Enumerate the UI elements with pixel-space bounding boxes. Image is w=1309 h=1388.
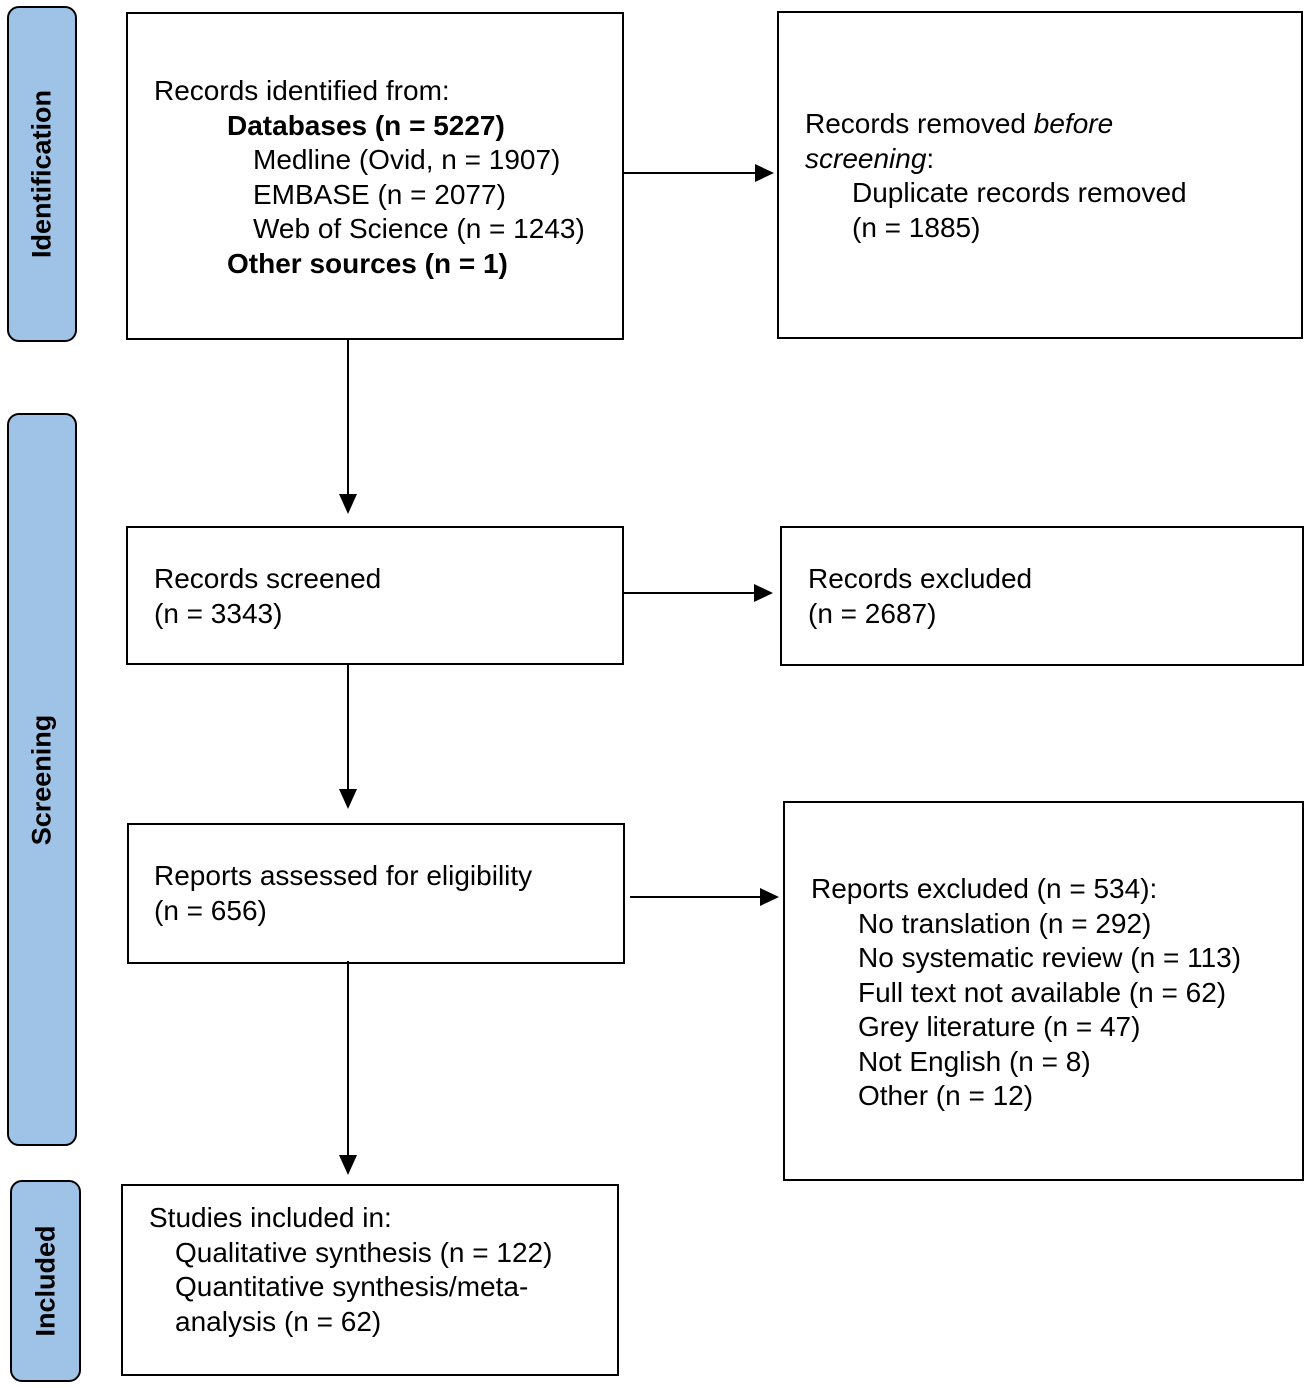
quantitative-synthesis-line-2: analysis (n = 62) — [175, 1305, 382, 1337]
records-removed-box: Records removed before screening: Duplic… — [777, 11, 1303, 339]
records-identified-box: Records identified from: Databases (n = … — [126, 12, 624, 340]
studies-included-box: Studies included in: Qualitative synthes… — [121, 1184, 619, 1376]
embase-count: EMBASE (n = 2077) — [253, 178, 506, 210]
exclusion-reason: No translation (n = 292) — [858, 907, 1152, 939]
arrowhead-assessed-to-reports-excluded — [760, 888, 779, 906]
records-removed-colon: : — [926, 142, 935, 174]
exclusion-reason: Full text not available (n = 62) — [858, 976, 1227, 1008]
databases-count: Databases (n = 5227) — [227, 109, 505, 141]
reports-assessed-label: Reports assessed for eligibility — [154, 860, 533, 891]
wos-count: Web of Science (n = 1243) — [253, 213, 585, 244]
arrowhead-assessed-to-included — [339, 1155, 357, 1175]
reports-excluded-box: Reports excluded (n = 534): No translati… — [783, 801, 1304, 1181]
phase-included: Included — [10, 1180, 81, 1382]
arrowhead-screened-to-assessed — [339, 789, 357, 809]
records-removed-italic-before: before — [1033, 108, 1114, 139]
records-removed-heading-cont: screening: — [805, 142, 1301, 177]
arrowhead-identified-to-screened — [339, 494, 357, 514]
exclusion-reason: Grey literature (n = 47) — [858, 1011, 1141, 1042]
arrowhead-screened-to-excluded — [754, 584, 773, 602]
exclusion-reason: Other (n = 12) — [858, 1080, 1034, 1111]
records-identified-heading: Records identified from: — [154, 75, 450, 106]
reports-assessed-count: (n = 656) — [154, 894, 267, 926]
phase-screening: Screening — [7, 413, 77, 1146]
records-screened-box: Records screened (n = 3343) — [126, 526, 624, 665]
duplicates-removed-label: Duplicate records removed — [852, 177, 1187, 208]
exclusion-reason: Not English (n = 8) — [858, 1045, 1091, 1077]
records-screened-label: Records screened — [154, 563, 382, 594]
records-screened-count: (n = 3343) — [154, 597, 283, 629]
records-removed-lead: Records removed — [805, 108, 1034, 139]
records-excluded-box: Records excluded (n = 2687) — [780, 526, 1304, 666]
medline-count: Medline (Ovid, n = 1907) — [253, 144, 561, 175]
other-sources-count: Other sources (n = 1) — [227, 247, 508, 279]
records-excluded-count: (n = 2687) — [808, 597, 937, 629]
arrowhead-identified-to-removed — [755, 164, 774, 182]
reports-excluded-heading: Reports excluded (n = 534): — [811, 873, 1158, 904]
quantitative-synthesis-line-1: Quantitative synthesis/meta- — [175, 1271, 529, 1302]
studies-included-heading: Studies included in: — [149, 1202, 392, 1233]
qualitative-synthesis-count: Qualitative synthesis (n = 122) — [175, 1236, 553, 1268]
phase-identification: Identification — [7, 6, 77, 342]
exclusion-reason: No systematic review (n = 113) — [858, 942, 1242, 973]
records-removed-heading: Records removed before — [805, 107, 1301, 142]
records-excluded-label: Records excluded — [808, 563, 1033, 594]
records-removed-italic-screening: screening — [805, 142, 927, 174]
duplicates-removed-count: (n = 1885) — [852, 211, 981, 243]
reports-assessed-box: Reports assessed for eligibility (n = 65… — [127, 823, 625, 964]
